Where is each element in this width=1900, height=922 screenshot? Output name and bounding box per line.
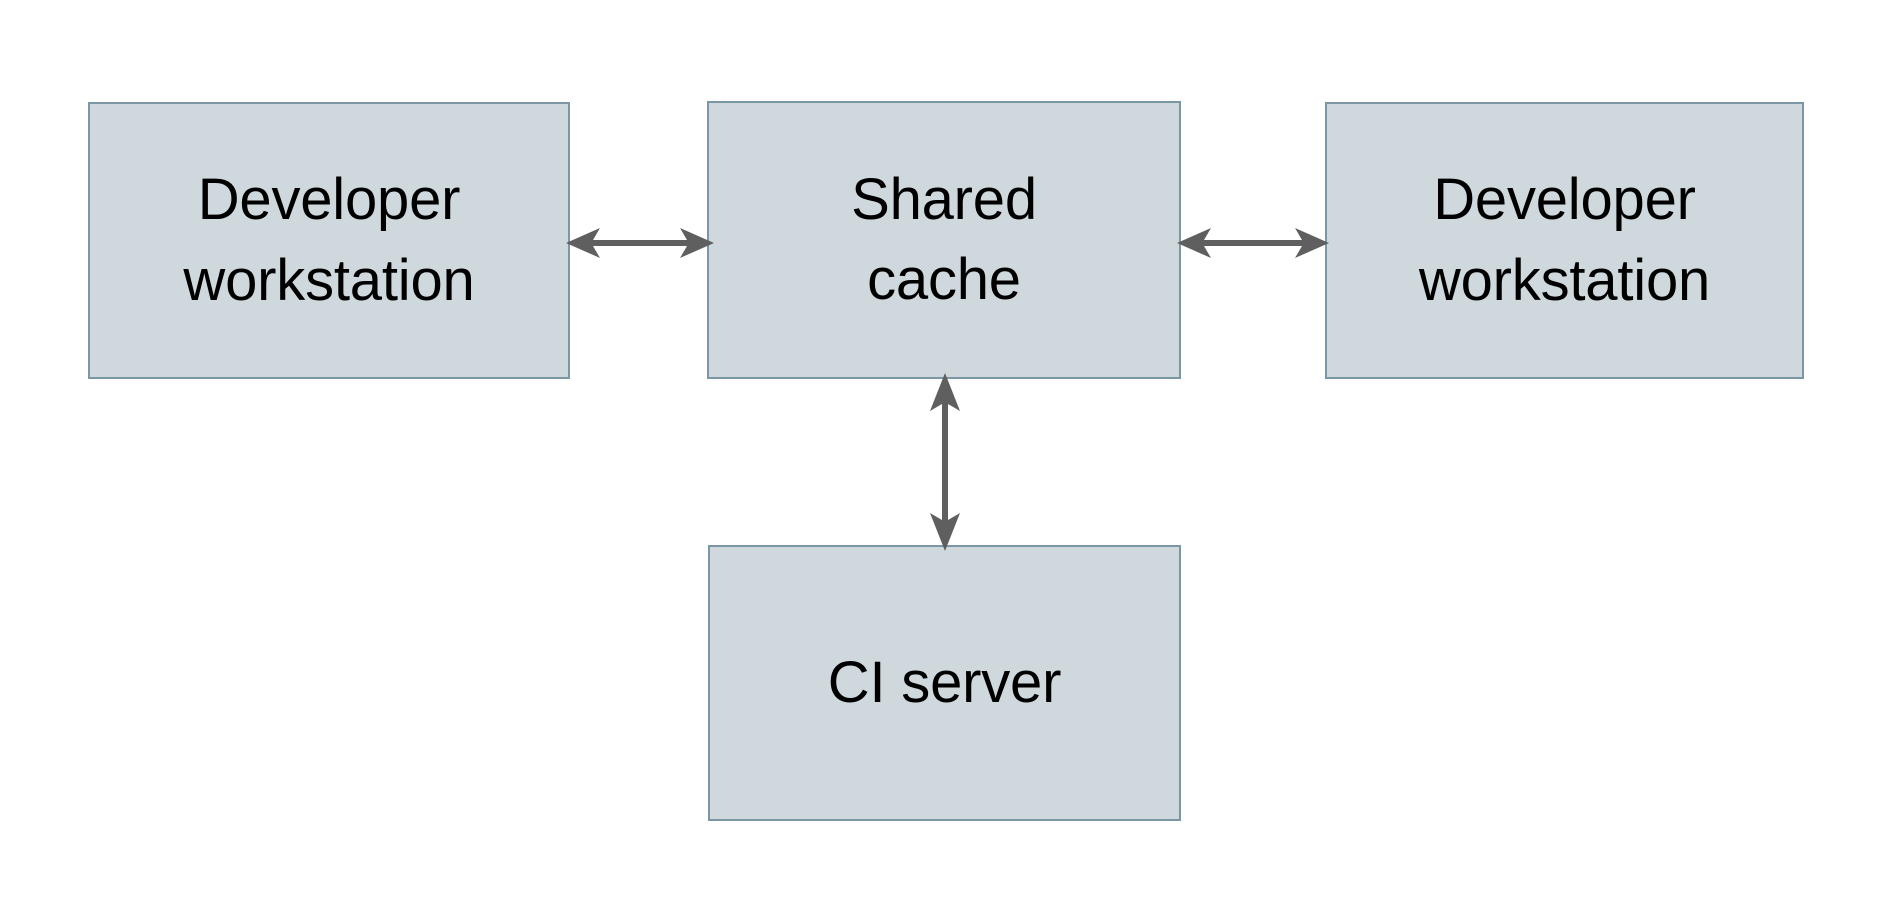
edge-shared-cache-to-ci-server[interactable]	[912, 373, 978, 551]
double-arrow-icon	[930, 373, 960, 551]
node-shared-cache[interactable]: Shared cache	[707, 101, 1181, 379]
node-ci-server[interactable]: CI server	[708, 545, 1181, 821]
edge-developer-left-to-shared-cache[interactable]	[566, 210, 714, 276]
node-label: Developer workstation	[183, 167, 475, 313]
double-arrow-icon	[1177, 228, 1329, 258]
double-arrow-icon	[566, 228, 714, 258]
node-label: CI server	[827, 649, 1062, 715]
node-label: Shared cache	[851, 166, 1037, 312]
node-label: Developer workstation	[1418, 167, 1711, 313]
node-developer-workstation-left[interactable]: Developer workstation	[88, 102, 570, 379]
edge-shared-cache-to-developer-right[interactable]	[1177, 210, 1329, 276]
node-developer-workstation-right[interactable]: Developer workstation	[1325, 102, 1804, 379]
